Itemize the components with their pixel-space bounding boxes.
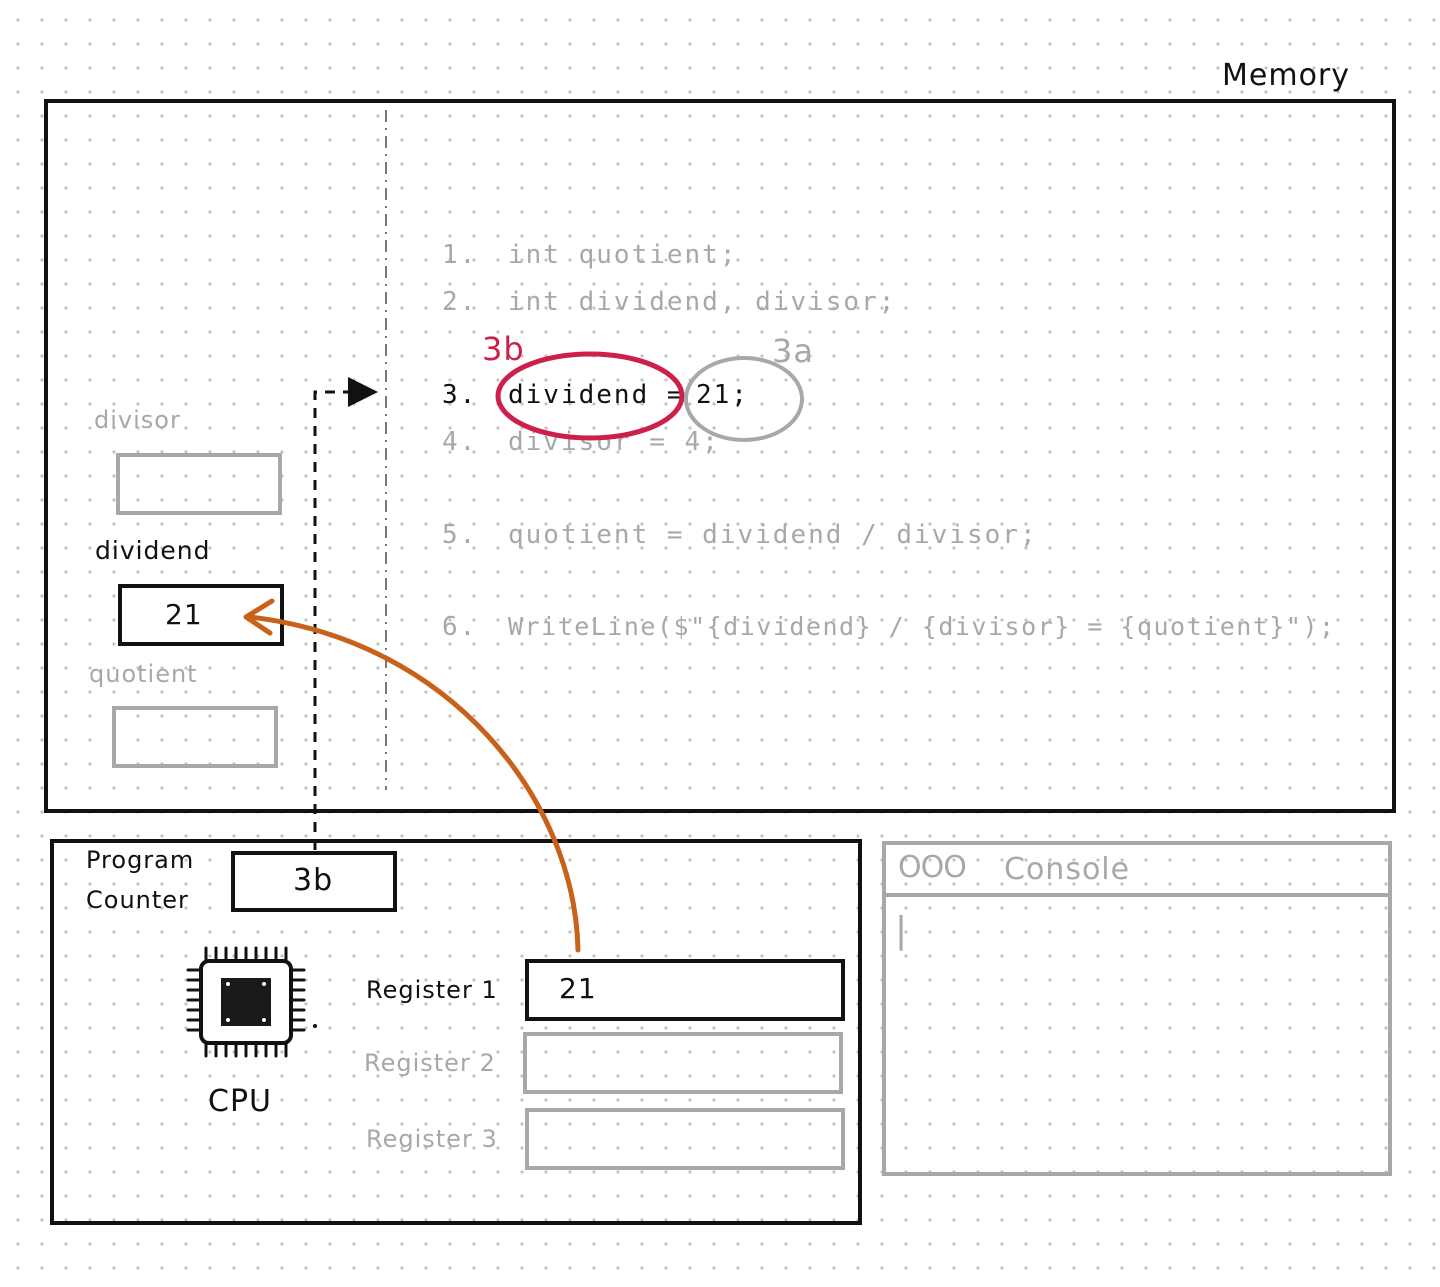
var-box-divisor xyxy=(116,453,282,515)
annotation-3b: 3b xyxy=(482,330,525,368)
console-window xyxy=(882,841,1392,1176)
memory-panel xyxy=(44,99,1396,813)
code-line-6-text: WriteLine($"{dividend} / {divisor} = {qu… xyxy=(508,612,1336,641)
code-line-5-num: 5. xyxy=(442,520,478,550)
code-line-4-text: divisor = 4; xyxy=(508,427,720,457)
code-line-6-num: 6. xyxy=(442,612,478,642)
program-counter-label-line2: Counter xyxy=(86,886,189,914)
register-3-box xyxy=(525,1108,845,1170)
code-line-2-text: int dividend, divisor; xyxy=(508,287,897,317)
register-1-value: 21 xyxy=(559,972,597,1005)
register-1-label: Register 1 xyxy=(366,976,498,1004)
register-2-box xyxy=(523,1032,843,1094)
code-line-1-text: int quotient; xyxy=(508,240,738,270)
memory-title: Memory xyxy=(1222,58,1351,93)
var-value-dividend: 21 xyxy=(165,598,203,631)
annotation-3a: 3a xyxy=(772,332,814,370)
register-3-label: Register 3 xyxy=(366,1125,498,1153)
var-label-dividend: dividend xyxy=(95,536,211,565)
var-label-divisor: divisor xyxy=(94,406,181,434)
register-1-box xyxy=(525,959,845,1021)
register-2-label: Register 2 xyxy=(364,1049,496,1077)
code-line-3-num: 3. xyxy=(442,380,478,410)
program-counter-value: 3b xyxy=(293,863,334,898)
var-box-quotient xyxy=(112,706,278,768)
console-window-dots-icon: OOO xyxy=(898,850,967,885)
var-label-quotient: quotient xyxy=(89,660,198,688)
cpu-chip-icon xyxy=(184,942,320,1062)
code-line-2-num: 2. xyxy=(442,287,478,317)
console-title: Console xyxy=(1004,852,1131,887)
code-line-3-text-b: 21; xyxy=(696,380,749,410)
program-counter-label-line1: Program xyxy=(86,846,195,874)
code-line-3-text-a: dividend = xyxy=(508,380,685,410)
console-cursor: | xyxy=(895,910,909,951)
code-line-1-num: 1. xyxy=(442,240,478,270)
code-line-4-num: 4. xyxy=(442,427,478,457)
cpu-label: CPU xyxy=(208,1084,272,1119)
code-line-5-text: quotient = dividend / divisor; xyxy=(508,520,1038,550)
console-title-divider xyxy=(882,893,1392,897)
